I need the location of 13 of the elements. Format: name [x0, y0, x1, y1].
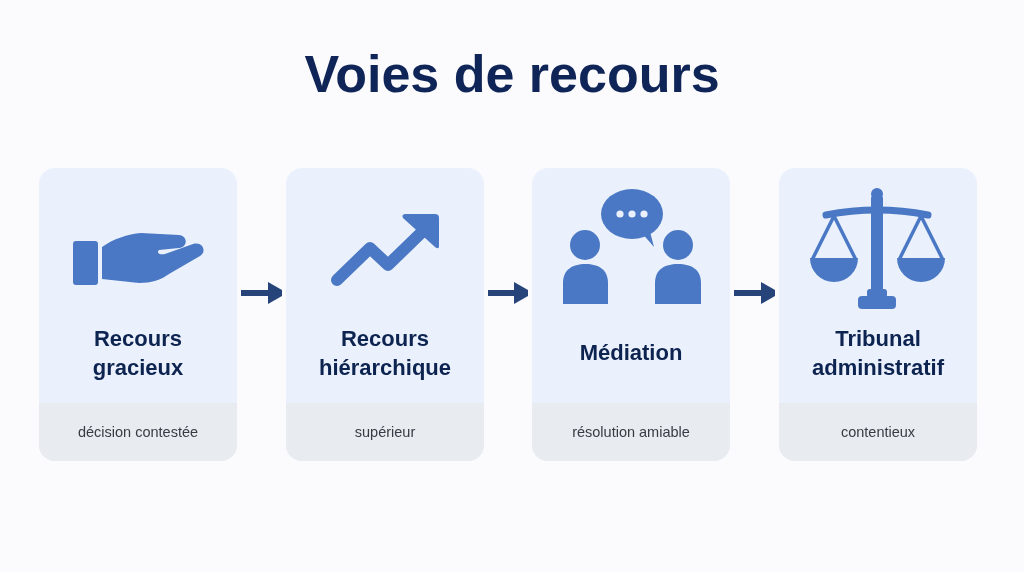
diagram-title: Voies de recours [303, 44, 721, 105]
step-description: contentieux [840, 423, 916, 441]
step-title: Recours gracieux [91, 324, 185, 382]
step-card [779, 168, 977, 461]
step-description: résolution amiable [572, 423, 690, 441]
step-description: supérieur [354, 423, 416, 441]
step-card [532, 168, 730, 461]
step-title: Tribunal administratif [811, 324, 945, 382]
step-card [286, 168, 484, 461]
step-description: décision contestée [77, 423, 199, 441]
step-title: Recours hiérarchique [317, 324, 452, 382]
step-card [39, 168, 237, 461]
step-title: Médiation [579, 339, 683, 367]
